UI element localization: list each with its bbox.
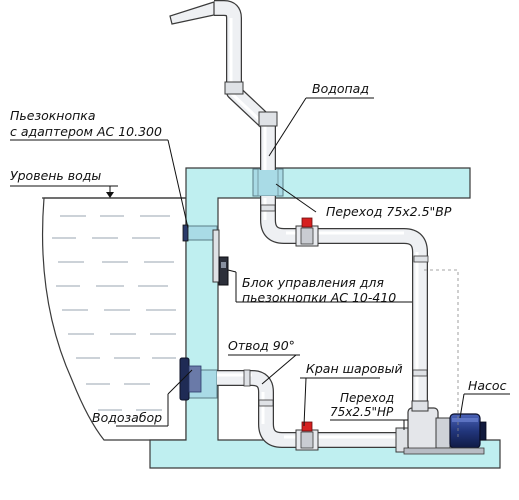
- control-unit: [212, 229, 229, 286]
- intake-fitting: [179, 357, 202, 401]
- ball-valve-top: [295, 217, 319, 247]
- label-waterfall: Водопад: [312, 81, 369, 96]
- pump: [395, 400, 487, 455]
- label-intake: Водозабор: [92, 410, 162, 425]
- label-transition-top: Переход 75х2.5"ВР: [326, 204, 452, 219]
- label-elbow: Отвод 90°: [228, 338, 295, 353]
- label-control-line1: Блок управления для: [242, 275, 384, 290]
- label-water-level: Уровень воды: [10, 168, 101, 183]
- labels: Водопад Пьезокнопка с адаптером АС 10.30…: [10, 81, 507, 425]
- leader-lines: [10, 97, 510, 430]
- label-transition-bottom-line2: 75х2.5"НР: [330, 405, 394, 419]
- label-pump: Насос: [468, 378, 507, 393]
- label-piezo-line2: с адаптером АС 10.300: [10, 124, 162, 139]
- pipe-network: [169, 0, 429, 448]
- label-control-line2: пьезокнопки АС 10-410: [242, 290, 396, 305]
- water-level-marker: [10, 185, 118, 198]
- label-ball-valve: Кран шаровый: [306, 361, 403, 376]
- label-transition-bottom-line1: Переход: [340, 391, 394, 405]
- ball-valve-bottom: [295, 421, 319, 451]
- pool-water: [41, 197, 187, 441]
- label-piezo-line1: Пьезокнопка: [10, 108, 96, 123]
